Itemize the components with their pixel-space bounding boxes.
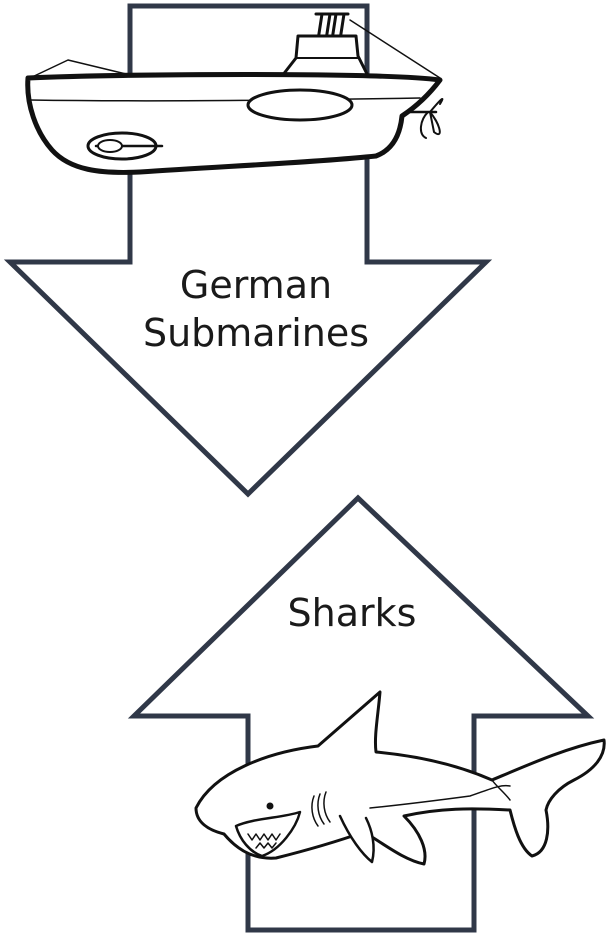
down-arrow-label-line-2: Submarines	[143, 311, 369, 355]
shark-icon	[194, 690, 606, 866]
submarine-icon	[25, 12, 444, 175]
up-arrow-label: Sharks	[288, 591, 417, 635]
down-arrow-label-line-1: German	[180, 263, 332, 307]
